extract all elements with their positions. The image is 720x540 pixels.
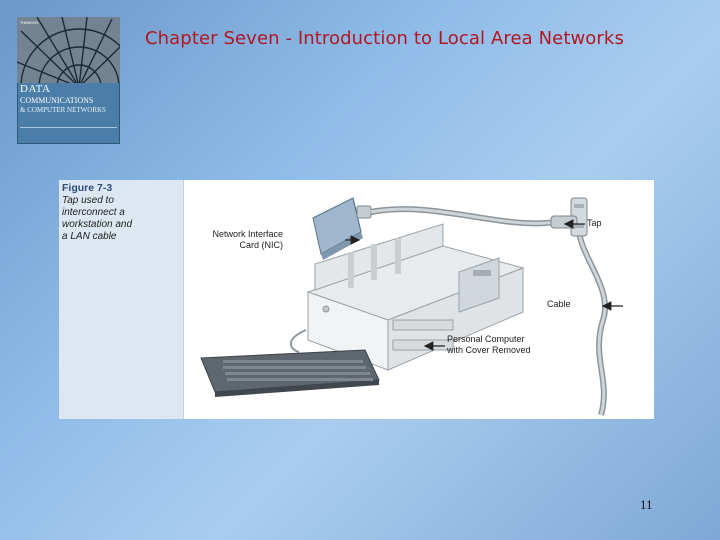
- keyboard-shape: [200, 329, 380, 397]
- cover-title-line1: DATA: [20, 83, 51, 95]
- cover-rule: [20, 127, 117, 128]
- figure-label: Figure 7-3: [62, 182, 113, 194]
- svg-text:THOMSON: THOMSON: [20, 21, 38, 25]
- figure-illustration: [200, 197, 623, 416]
- cover-title-line3: & COMPUTER NETWORKS: [20, 106, 106, 114]
- callout-tap: Tap: [587, 218, 602, 228]
- book-cover-image: THOMSON DATA COMMUNICATIONS & COMPUTER N…: [17, 17, 120, 144]
- figure-sidebar: Figure 7-3 Tap used to interconnect a wo…: [59, 180, 184, 419]
- cable-shape: [356, 205, 608, 416]
- callout-cable: Cable: [547, 299, 571, 309]
- cover-title-line2: COMMUNICATIONS: [20, 96, 94, 105]
- nic-card-shape: [312, 197, 363, 260]
- page-number: 11: [640, 497, 653, 512]
- cover-photo-wheel: THOMSON: [17, 17, 120, 83]
- pc-chassis-shape: [306, 223, 525, 371]
- slide-title: Chapter Seven - Introduction to Local Ar…: [145, 28, 624, 49]
- figure-panel: Figure 7-3 Tap used to interconnect a wo…: [59, 180, 654, 419]
- callout-pc: Personal Computer with Cover Removed: [447, 334, 531, 355]
- figure-caption: Tap used to interconnect a workstation a…: [62, 195, 133, 242]
- tap-connector-shape: [550, 197, 588, 237]
- callout-nic: Network Interface Card (NIC): [212, 229, 283, 250]
